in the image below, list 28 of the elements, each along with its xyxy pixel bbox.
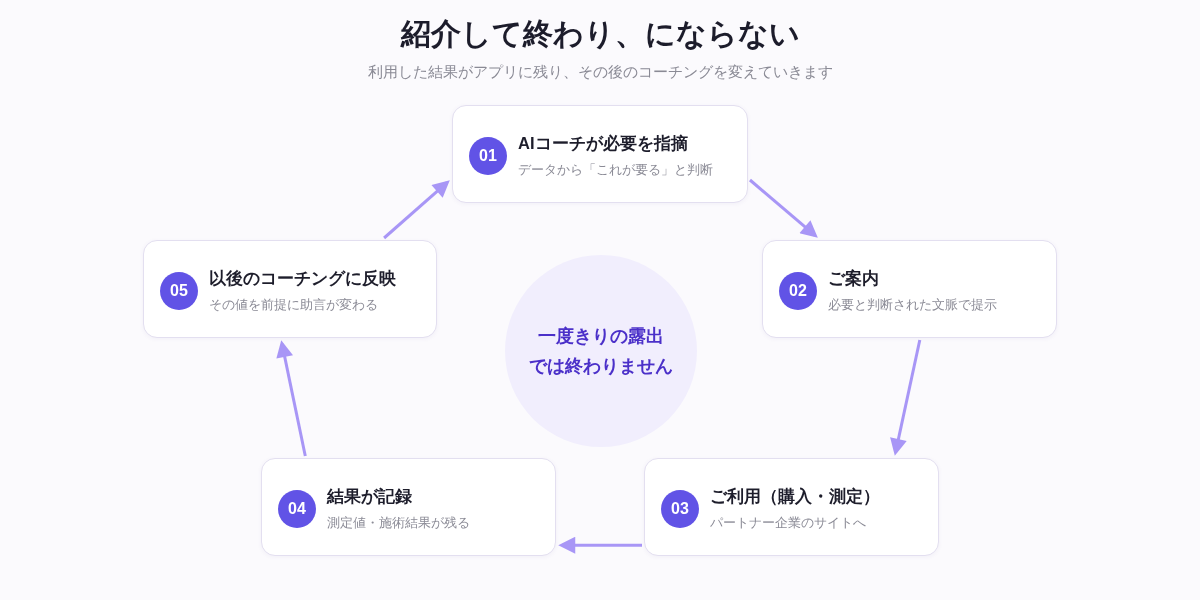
arrow <box>276 340 307 457</box>
step-description: データから「これが要る」と判断 <box>518 162 713 179</box>
step-description: 必要と判断された文脈で提示 <box>828 297 997 314</box>
step-card <box>261 458 556 556</box>
step-heading: 以後のコーチングに反映 <box>209 268 396 289</box>
step-description: その値を前提に助言が変わる <box>209 297 378 314</box>
step-card <box>143 240 437 338</box>
step-card <box>644 458 939 556</box>
step-number-badge: 01 <box>469 137 507 175</box>
step-number-badge: 02 <box>779 272 817 310</box>
step-description: パートナー企業のサイトへ <box>710 515 866 532</box>
message-circle: 一度きりの露出では終わりません <box>505 255 697 447</box>
arrow <box>890 339 922 456</box>
title: 紹介して終わり、にならない <box>400 17 800 50</box>
step-description: 測定値・施術結果が残る <box>327 515 470 532</box>
step-card <box>762 240 1057 338</box>
arrow <box>383 180 450 240</box>
step-heading: ご利用（購入・測定） <box>710 486 880 507</box>
arrow <box>558 536 642 554</box>
arrow <box>749 178 818 238</box>
subtitle: 利用した結果がアプリに残り、その後のコーチングを変えていきます <box>367 62 833 82</box>
step-number-badge: 05 <box>160 272 198 310</box>
step-number-badge: 03 <box>661 490 699 528</box>
step-heading: ご案内 <box>828 268 879 289</box>
step-heading: 結果が記録 <box>327 486 412 507</box>
step-number-badge: 04 <box>278 490 316 528</box>
step-heading: AIコーチが必要を指摘 <box>518 133 688 154</box>
step-card <box>452 105 748 203</box>
